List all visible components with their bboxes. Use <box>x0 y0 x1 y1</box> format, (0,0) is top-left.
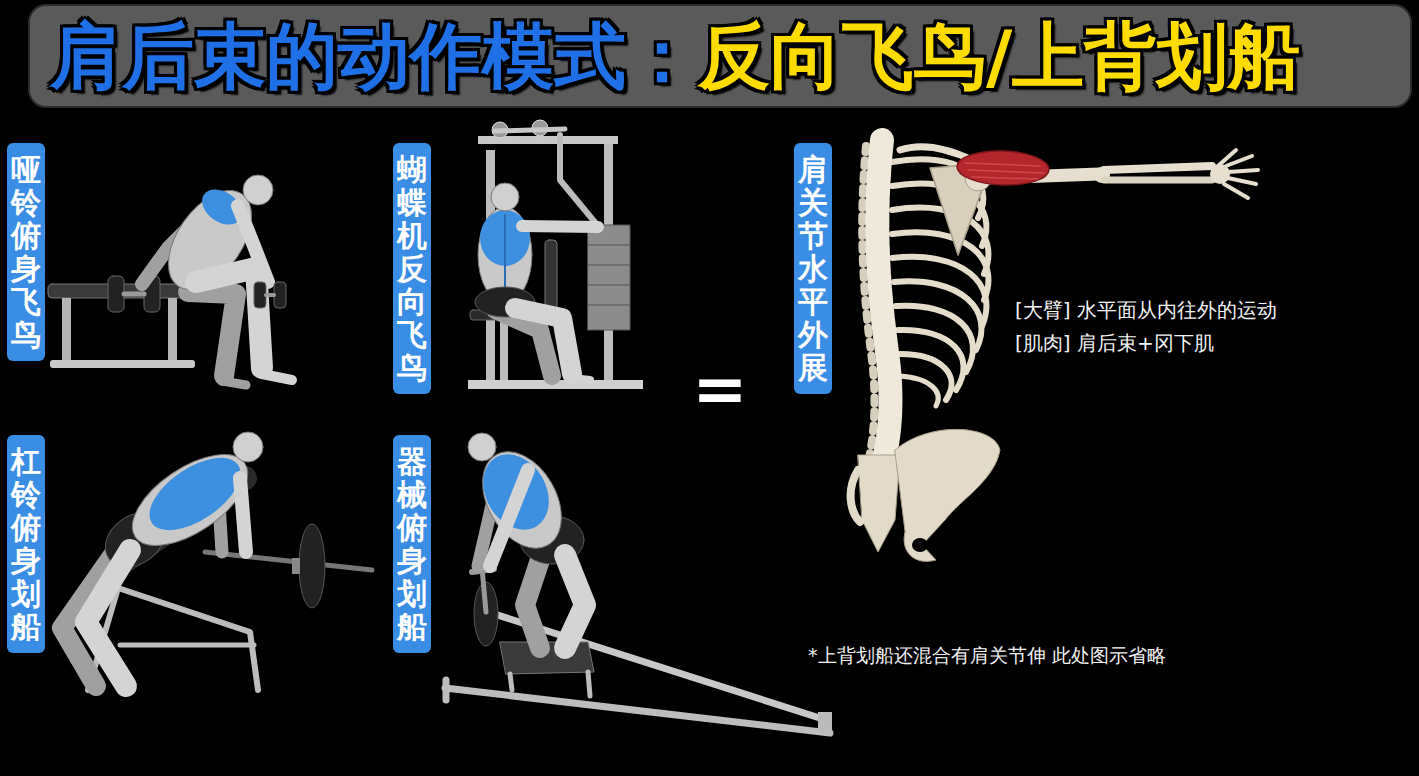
exercise-label: 器械俯身划船 <box>393 435 431 653</box>
barbell-row-figure-part <box>233 432 263 462</box>
skeleton-figure-part <box>900 147 972 160</box>
motion-label: 肩关节水平外展 <box>794 143 832 394</box>
pec-deck-figure-part <box>588 225 630 330</box>
pec-deck-figure-part <box>588 245 630 246</box>
exercise-label: 杠铃俯身划船 <box>7 435 45 653</box>
exercise-name: 器械俯身划船 <box>397 445 427 643</box>
machine-row-figure <box>445 433 832 734</box>
pec-deck-figure-part <box>500 320 508 380</box>
skeleton-figure-part <box>895 429 1000 561</box>
barbell-row-figure <box>62 432 372 690</box>
title-banner: 肩后束的动作模式：反向飞鸟/上背划船 <box>28 4 1412 108</box>
dumbbell-fly-figure-part <box>50 360 195 368</box>
pec-deck-figure-part <box>572 378 590 380</box>
skeleton-figure <box>851 140 1258 561</box>
dumbbell-fly-figure-part <box>238 206 268 282</box>
dumbbell-fly-figure-part <box>222 381 246 385</box>
equals-sign: = <box>692 357 747 423</box>
exercise-name: 杠铃俯身划船 <box>11 445 41 643</box>
dumbbell-fly-figure-part <box>262 374 292 380</box>
barbell-row-figure-part <box>292 558 300 574</box>
machine-row-figure-part <box>482 568 486 612</box>
footnote: *上背划船还混合有肩关节伸 此处图示省略 <box>808 644 1166 667</box>
machine-row-figure-part <box>510 672 590 696</box>
pec-deck-figure <box>468 120 643 389</box>
dumbbell-fly-figure-part <box>196 268 262 368</box>
dumbbell-fly-figure-part <box>188 292 236 376</box>
dumbbell-fly-figure-part <box>124 292 144 297</box>
dumbbell-fly-figure-part <box>243 175 273 205</box>
pec-deck-figure-part <box>588 285 630 286</box>
machine-row-figure-part <box>443 680 450 700</box>
pec-deck-figure-part <box>491 183 519 211</box>
motion-name: 肩关节水平外展 <box>798 153 828 384</box>
pec-deck-figure-part <box>588 265 630 266</box>
skeleton-figure-part <box>912 538 928 552</box>
machine-row-figure-part <box>490 470 528 566</box>
skeleton-figure-part <box>1104 177 1212 184</box>
exercise-name: 哑铃俯身飞鸟 <box>11 153 41 351</box>
dumbbell-fly-figure-part <box>266 293 274 297</box>
machine-row-figure-part <box>818 712 832 734</box>
pec-deck-figure-part <box>504 215 506 290</box>
title-text: 反向飞鸟/上背划船 <box>698 20 1300 92</box>
skeleton-figure-part <box>851 470 860 522</box>
pec-deck-figure-part <box>515 308 572 374</box>
pec-deck-figure-part <box>560 135 598 226</box>
dumbbell-fly-figure-part <box>62 298 71 362</box>
skeleton-figure-part <box>1218 150 1258 198</box>
skeleton-figure-part <box>1104 166 1212 170</box>
skeleton-figure-part <box>965 163 1044 179</box>
machine-row-figure-part <box>468 433 496 461</box>
skeleton-figure-part <box>877 140 890 472</box>
machine-row-figure-part <box>445 688 830 733</box>
annotation-text: [肌肉] 肩后束+冈下肌 <box>1015 331 1214 355</box>
skeleton-figure-part <box>892 208 988 274</box>
skeleton-figure-part <box>956 149 1049 186</box>
dumbbell-fly-figure <box>48 175 292 385</box>
annotation-text: [大臂] 水平面从内往外的运动 <box>1015 298 1277 322</box>
skeleton-figure-part <box>894 281 982 350</box>
exercise-label: 蝴蝶机反向飞鸟 <box>393 143 431 394</box>
title-text: 肩后束的动作模式： <box>50 20 698 92</box>
pec-deck-figure-part <box>522 226 598 227</box>
exercise-name: 蝴蝶机反向飞鸟 <box>397 153 427 384</box>
machine-row-figure-part <box>565 555 585 648</box>
machine-row-figure-part <box>525 560 540 648</box>
pec-deck-figure-part <box>545 240 557 315</box>
pec-deck-figure-part <box>588 305 630 306</box>
exercise-label: 哑铃俯身飞鸟 <box>7 143 45 361</box>
barbell-row-figure-part <box>240 478 246 552</box>
barbell-row-figure-part <box>205 552 372 570</box>
skeleton-figure-part <box>892 257 986 326</box>
barbell-row-figure-part <box>86 550 130 686</box>
barbell-row-figure-part <box>299 524 325 608</box>
dumbbell-fly-figure-part <box>168 298 177 362</box>
skeleton-figure-part <box>892 232 988 300</box>
barbell-row-figure-part <box>120 643 254 648</box>
skeleton-figure-part <box>858 455 900 552</box>
pec-deck-figure-part <box>495 129 565 131</box>
skeleton-figure-part <box>900 376 938 406</box>
